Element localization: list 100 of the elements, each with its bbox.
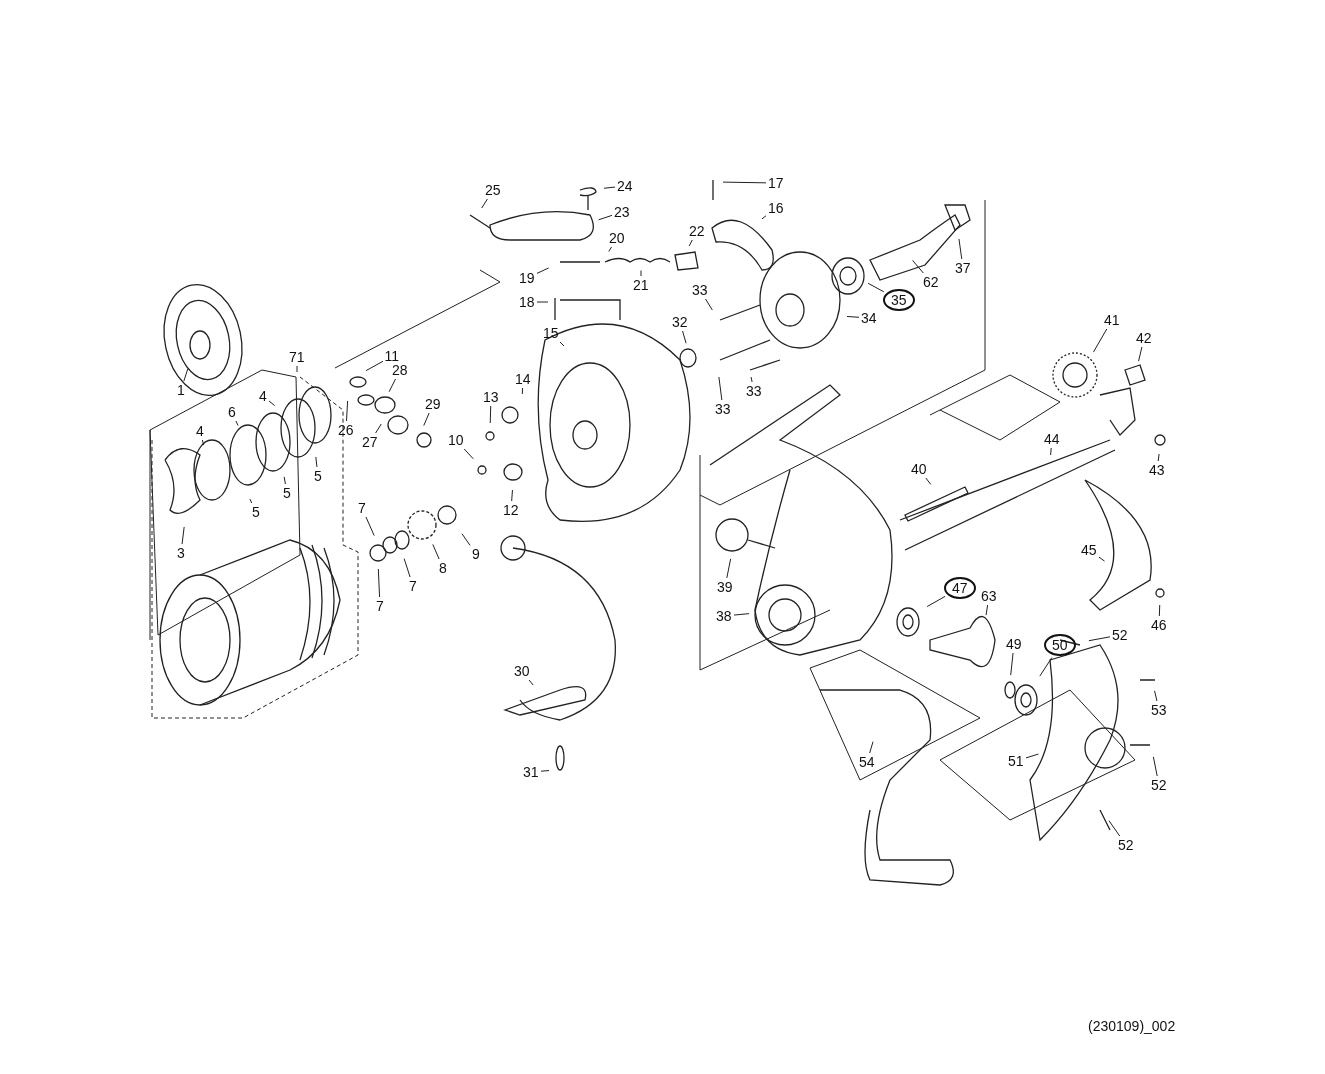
callout-number: 21 [632,277,650,293]
callout-number: 45 [1080,542,1098,558]
callout-number: 33 [691,282,709,298]
callout-number: 8 [438,560,448,576]
callout-number: 16 [767,200,785,216]
callout-number: 5 [282,485,292,501]
leader-line [867,282,885,293]
callout-number: 29 [424,396,442,412]
leader-line [958,238,963,260]
leader-line [403,558,411,578]
callout-number: 46 [1150,617,1168,633]
leader-line [733,613,750,616]
callout-number: 52 [1111,627,1129,643]
leader-line [1098,556,1105,562]
callout-number: 15 [542,325,560,341]
leader-line [1138,346,1143,362]
leader-line [1025,753,1039,759]
leader-line [540,770,550,772]
callout-number: 49 [1005,636,1023,652]
leader-line [598,214,613,221]
callout-number: 18 [518,294,536,310]
leader-line [1158,604,1161,617]
leader-line [985,604,989,616]
leader-line [1088,636,1111,642]
leader-line [1050,447,1052,456]
callout-number: 28 [391,362,409,378]
leader-line [603,186,616,189]
callout-number: 7 [375,598,385,614]
callout-number: 32 [671,314,689,330]
callout-number: 10 [447,432,465,448]
leader-line [377,568,381,598]
callout-number: 6 [227,404,237,420]
leader-line [365,360,384,372]
callout-number: 51 [1007,753,1025,769]
leader-line [268,400,276,407]
callout-number: 37 [954,260,972,276]
callout-number: 4 [258,388,268,404]
leader-line [423,412,430,427]
leader-line [528,679,534,686]
callout-number: 25 [484,182,502,198]
leader-line [481,198,488,209]
leader-line [1154,690,1158,702]
callout-number: 31 [522,764,540,780]
callout-number: 52 [1150,777,1168,793]
callout-number: 27 [361,434,379,450]
callout-number: 54 [858,754,876,770]
callout-number: 17 [767,175,785,191]
leader-line [315,456,318,468]
callout-number: 52 [1117,837,1135,853]
callout-number: 12 [502,502,520,518]
callout-number: 62 [922,274,940,290]
callout-number: 23 [613,204,631,220]
leader-line [688,239,693,247]
callout-number: 38 [715,608,733,624]
callout-number: 63 [980,588,998,604]
leader-line [761,215,767,220]
leader-line [1152,756,1158,777]
leader-line [869,741,874,754]
leader-line [682,330,687,344]
leader-line [296,365,298,373]
callout-number: 19 [518,270,536,286]
leader-line [375,423,382,434]
callout-number: 53 [1150,702,1168,718]
leader-line [718,376,723,401]
leader-line [346,400,349,422]
callout-number: 34 [860,310,878,326]
callout-number: 14 [514,371,532,387]
callout-number: 7 [408,578,418,594]
callout-number: 71 [288,349,306,365]
callout-number: 42 [1135,330,1153,346]
callout-number: 26 [337,422,355,438]
leader-line [705,298,713,311]
callout-number: 13 [482,389,500,405]
leader-line [912,259,924,274]
leader-line [1039,657,1053,677]
leader-line [183,368,189,382]
leader-line [511,489,513,502]
leader-line [608,246,612,252]
leader-line [722,181,767,184]
leader-line [521,387,524,395]
callout-number: 20 [608,230,626,246]
callout-number: 7 [357,500,367,516]
callout-number: 33 [745,383,763,399]
circled-callout-number: 50 [1044,634,1076,656]
callout-number: 3 [176,545,186,561]
callout-number: 39 [716,579,734,595]
callout-number: 41 [1103,312,1121,328]
callout-number: 5 [313,468,323,484]
leader-line [536,267,550,274]
leader-line [201,439,205,446]
leader-line [489,405,492,424]
leader-line [432,543,440,560]
callout-number: 43 [1148,462,1166,478]
leader-line [249,498,253,504]
leader-line [388,378,396,393]
leader-line [283,476,286,485]
leader-line [726,558,732,579]
callout-number: 9 [471,546,481,562]
leader-line [235,420,239,426]
callout-number: 5 [251,504,261,520]
